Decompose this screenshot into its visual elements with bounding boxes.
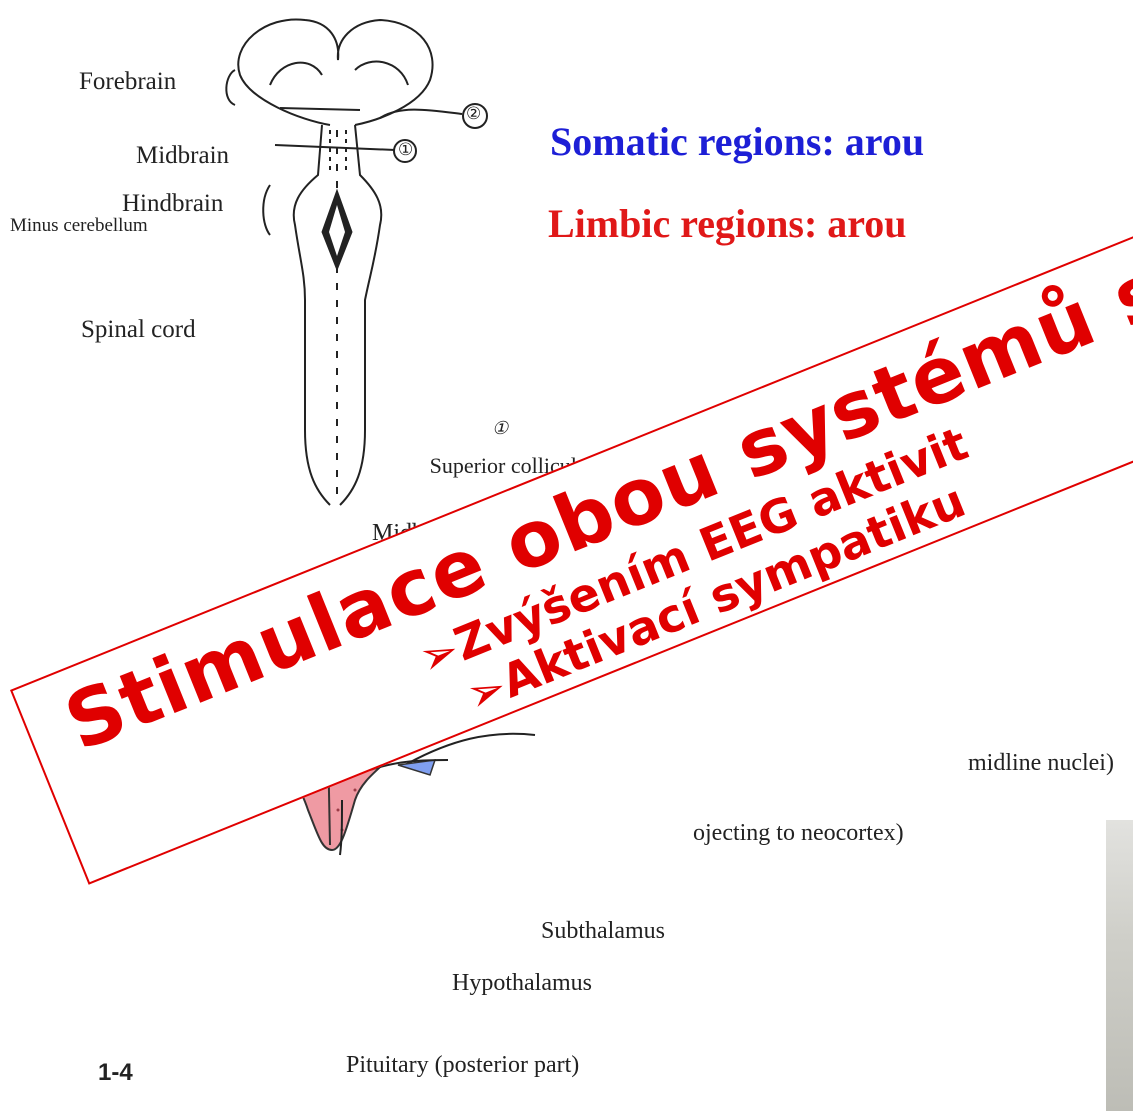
label-forebrain: Forebrain: [79, 68, 176, 96]
label-minus-cerebellum: Minus cerebellum: [10, 215, 148, 237]
label-hypothalamus: Hypothalamus: [452, 970, 592, 997]
heading-limbic-regions: Limbic regions: arou: [548, 200, 907, 247]
label-midbrain: Midbrain: [136, 142, 229, 170]
figure-number: 1-4: [98, 1059, 133, 1087]
photo-fragment: [1106, 820, 1133, 1111]
label-subthalamus: Subthalamus: [541, 918, 665, 945]
heading-somatic-regions: Somatic regions: arou: [550, 118, 924, 165]
label-spinal-cord: Spinal cord: [81, 316, 196, 344]
marker-two: ②: [466, 104, 481, 124]
label-projecting-neocortex: ojecting to neocortex): [693, 820, 904, 847]
label-hindbrain: Hindbrain: [122, 190, 223, 218]
marker-one-top: ①: [398, 140, 413, 160]
label-midline-nuclei: midline nuclei): [968, 750, 1114, 777]
marker-one-mid: ①: [492, 418, 508, 439]
label-pituitary: Pituitary (posterior part): [346, 1052, 579, 1079]
